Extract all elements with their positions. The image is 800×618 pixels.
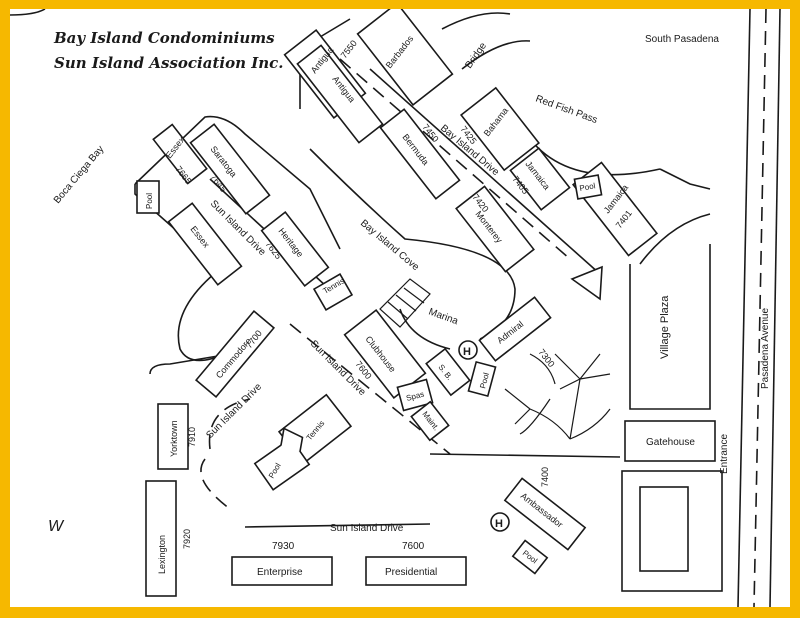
label-pool-3: Pool [478,372,491,390]
building-essex-1 [152,123,208,185]
village-plaza-outline [629,244,711,410]
building-jamaica-1 [509,147,571,211]
label-entrance: Entrance [719,434,730,474]
helipad-1-label: H [463,346,471,358]
label-enterprise: Enterprise [257,567,303,578]
bridge-upper-rail [441,12,511,30]
building-heritage [260,211,330,287]
pool-2 [253,427,311,491]
compass-west-label: W [48,518,65,535]
sun-island-drive-south-edge [244,523,431,528]
traffic-arrow-icon [570,265,603,301]
label-presidential: Presidential [385,567,437,578]
building-saratoga [189,123,271,215]
label-number-7400: 7400 [540,467,550,487]
label-number-7550: 7550 [339,38,359,60]
sb-building [425,347,471,397]
corner-mark [10,9,46,16]
building-yorktown [157,403,189,470]
map-title: Bay Island Condominiums [54,29,275,47]
tennis-court-1 [312,273,354,311]
label-number-7930: 7930 [272,541,295,552]
pool-1 [136,180,160,214]
building-monterey [455,185,535,273]
pool-4 [573,174,603,200]
label-pasadena-avenue: Pasadena Avenue [760,308,771,389]
pasadena-ave-centerline [753,9,767,607]
label-pool-4: Pool [579,181,597,193]
label-village-plaza: Village Plaza [659,295,671,359]
label-yorktown: Yorktown [169,420,179,457]
red-fish-shore-east [659,168,711,190]
building-admiral [478,296,552,362]
pasadena-ave-edge-right [769,9,781,607]
label-bridge: Bridge [463,40,489,70]
building-bahama [459,86,541,172]
sun-island-drive-west-edge [149,353,231,375]
building-lexington [145,480,177,597]
building-commodore [194,310,276,398]
sun-island-drive-loop-top [208,398,251,450]
helipad-2-icon: H [490,512,510,532]
label-boca-ciega-bay: Boca Ciega Bay [52,144,107,206]
bridge-lower-rail [461,40,531,70]
palm-tree-icon [504,353,611,440]
building-bermuda [379,108,461,200]
maint-building [410,400,450,442]
west-peninsula-north [134,115,341,250]
map-frame: Bay Island Condominiums Sun Island Assoc… [10,9,790,607]
label-gatehouse: Gatehouse [646,437,695,448]
label-number-7920: 7920 [182,529,192,549]
label-lexington: Lexington [157,535,167,574]
building-enterprise [231,556,333,586]
building-antigua [296,44,384,144]
label-sun-island-drive-4: Sun Island Drive [330,523,404,534]
label-pool-1: Pool [145,193,154,209]
helipad-2-label: H [495,518,503,530]
bay-island-drive-edge [369,68,601,275]
building-gatehouse [624,420,716,462]
building-essex-2 [167,202,243,286]
label-south-pasadena: South Pasadena [645,34,719,45]
building-presidential [365,556,467,586]
pool-5 [511,539,549,575]
building-jamaica-2 [571,161,659,257]
sun-island-drive-diagonal [289,323,451,455]
map-subtitle: Sun Island Association Inc. [54,54,284,72]
label-number-7910: 7910 [187,427,197,447]
helipad-1-icon: H [458,340,478,360]
label-number-7300: 7300 [536,347,556,369]
building-barbados [356,9,454,106]
pasadena-ave-edge-left [737,9,751,607]
west-peninsula-shore [134,184,226,362]
sun-island-drive-curve [200,458,231,510]
label-number-7600-presidential: 7600 [402,541,425,552]
spas-building [396,378,434,412]
pool-3 [467,360,497,398]
village-plaza-north-curve [639,213,711,265]
site-map: H H South Pasadena Red Fish Pass Boca Ci… [10,9,781,607]
building-parking-inner [639,486,689,572]
cove-shore [309,148,516,340]
bay-island-drive-centerline [339,58,571,260]
building-ambassador [503,477,587,551]
label-red-fish-pass: Red Fish Pass [534,93,599,126]
marina-dock-icon [379,278,431,328]
label-marina: Marina [427,306,460,327]
entrance-road-edge [429,453,621,458]
